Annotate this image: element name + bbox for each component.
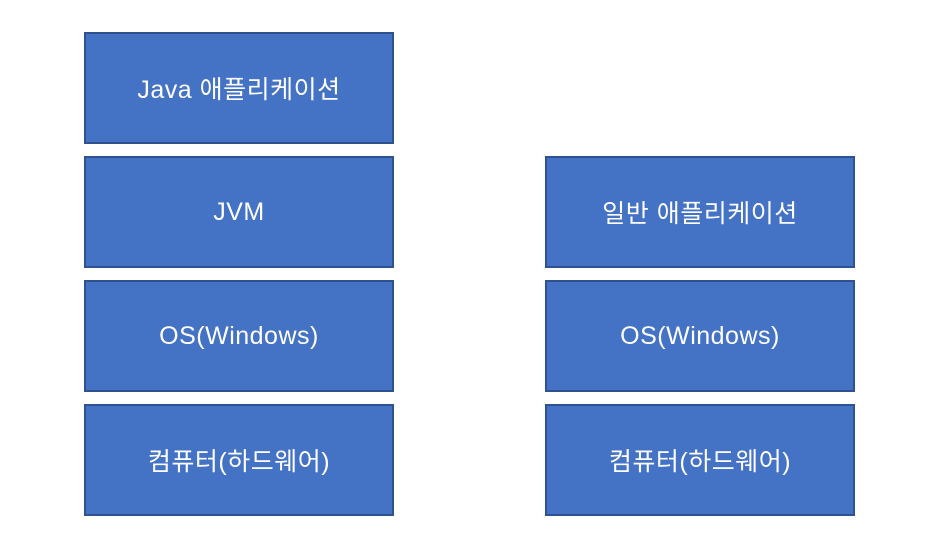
box-computer-hardware-right-label: 컴퓨터(하드웨어): [608, 448, 792, 476]
box-general-application-label: 일반 애플리케이션: [602, 200, 798, 228]
box-os-windows-right: OS(Windows): [545, 280, 855, 392]
box-general-application: 일반 애플리케이션: [545, 156, 855, 268]
box-jvm: JVM: [84, 156, 394, 268]
box-os-windows-left-label: OS(Windows): [159, 321, 319, 350]
box-java-application: Java 애플리케이션: [84, 32, 394, 144]
box-java-application-label: Java 애플리케이션: [137, 76, 341, 104]
box-os-windows-right-label: OS(Windows): [620, 321, 780, 350]
box-computer-hardware-left-label: 컴퓨터(하드웨어): [147, 448, 331, 476]
box-computer-hardware-right: 컴퓨터(하드웨어): [545, 404, 855, 516]
box-os-windows-left: OS(Windows): [84, 280, 394, 392]
box-jvm-label: JVM: [213, 197, 265, 226]
box-computer-hardware-left: 컴퓨터(하드웨어): [84, 404, 394, 516]
